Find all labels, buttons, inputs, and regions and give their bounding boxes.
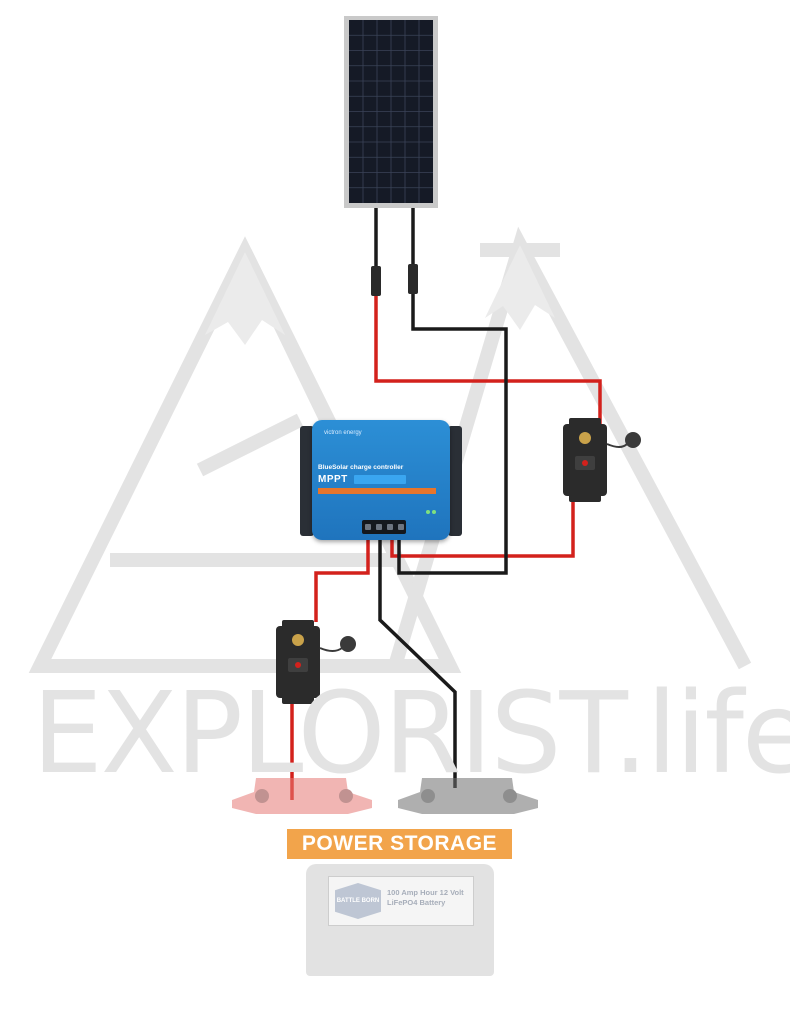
terminal-battery-negative [375,524,382,530]
status-led [432,510,436,514]
watermark-peaks-icon [205,245,555,345]
controller-stripe [318,488,436,494]
negative-wires [378,294,508,788]
controller-bracket-right [448,426,462,536]
positive-busbar-icon [232,778,372,814]
mppt-charge-controller: victron energy BlueSolar charge controll… [300,420,462,542]
mc4-connector-icon [371,264,418,296]
status-led [426,510,430,514]
terminal-pv-positive [364,524,371,530]
battery-label: BATTLE BORN 100 Amp Hour 12 Volt LiFePO4… [328,876,474,926]
battery-description: 100 Amp Hour 12 Volt LiFePO4 Battery [387,888,464,907]
circuit-breaker-icon [563,418,641,502]
panel-lead-wires [374,208,415,266]
battery-brand-logo: BATTLE BORN [335,883,381,919]
watermark-text: EXPLORIST.life [32,669,790,799]
power-storage-banner: POWER STORAGE [287,829,512,859]
terminal-battery-positive [386,524,393,530]
controller-terminal-block [362,520,406,534]
circuit-breaker-icon [276,620,356,704]
battery-icon: BATTLE BORN 100 Amp Hour 12 Volt LiFePO4… [306,864,494,976]
controller-bracket-left [300,426,314,536]
controller-model-box [354,475,406,484]
positive-wires [290,296,602,800]
solar-panel-icon [344,16,438,208]
controller-title: BlueSolar charge controller [318,464,404,471]
controller-model: MPPT [318,474,348,485]
terminal-pv-negative [397,524,404,530]
negative-busbar-icon [398,778,538,814]
controller-brand: victron energy [324,430,362,436]
